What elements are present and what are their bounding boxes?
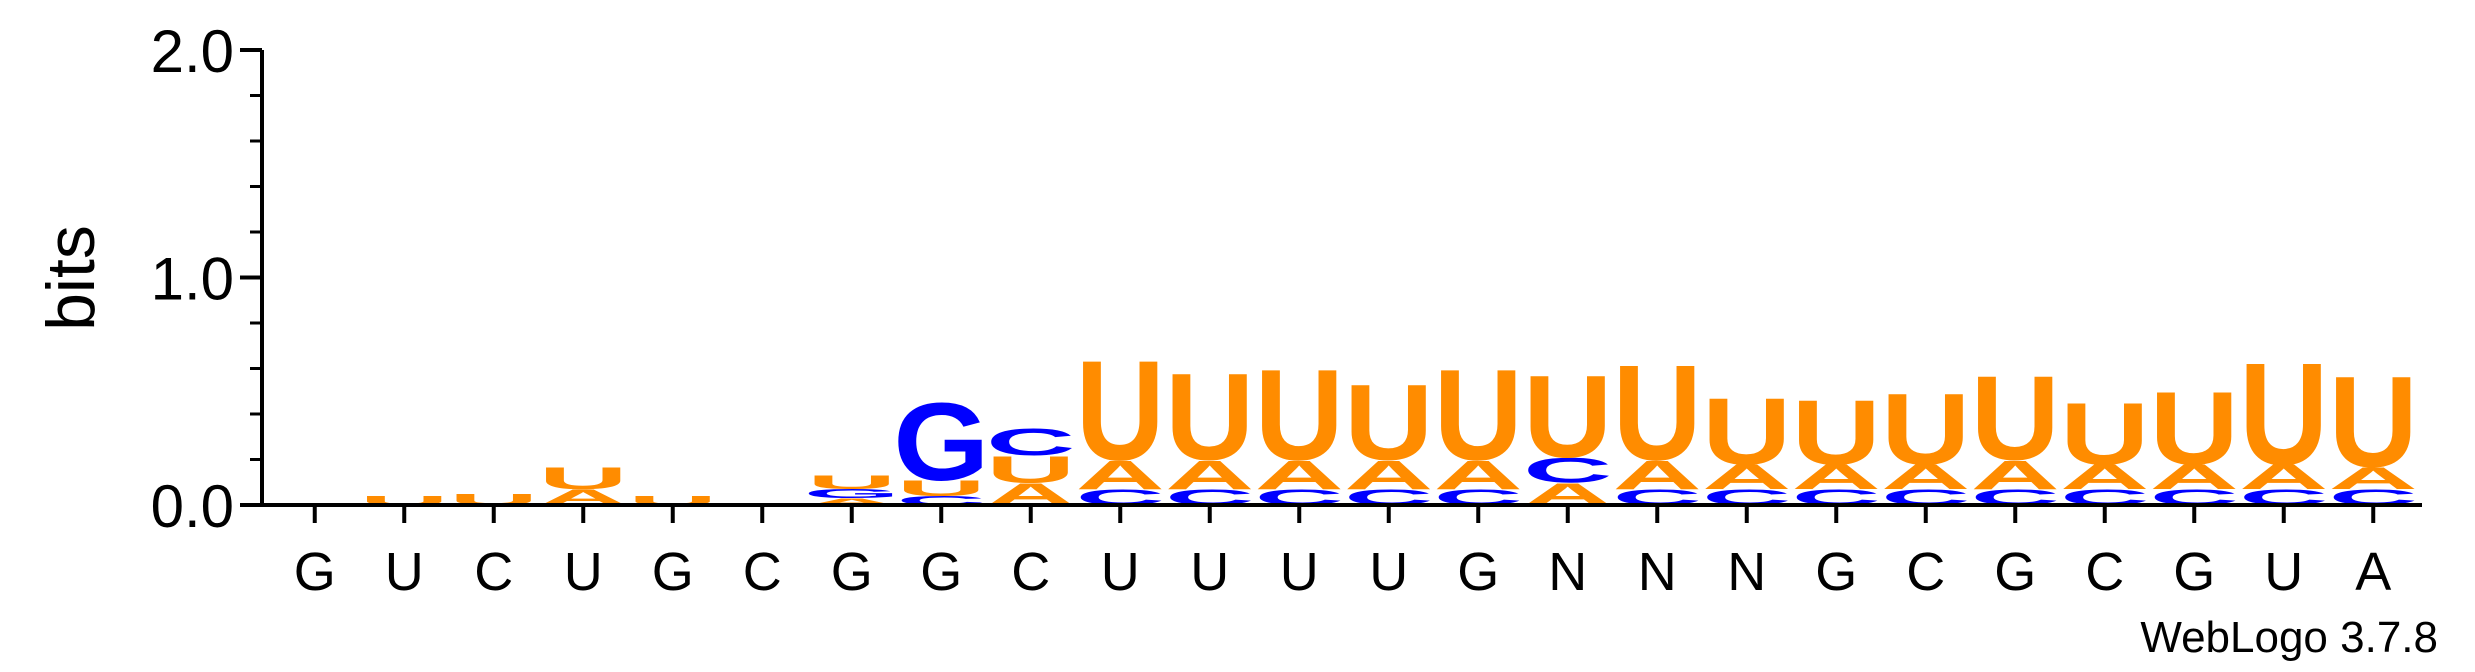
logo-letter-A: A bbox=[807, 496, 896, 507]
logo-letter-U: U bbox=[986, 448, 1075, 490]
x-tick-label: C bbox=[1011, 542, 1050, 602]
logo-letter-A: A bbox=[1613, 452, 1702, 498]
y-tick-label: 2.0 bbox=[151, 18, 234, 85]
x-tick-label: U bbox=[1369, 542, 1408, 602]
x-tick-label: U bbox=[1190, 542, 1229, 602]
logo-letter-U: U bbox=[2150, 371, 2239, 487]
logo-letter-U: U bbox=[1434, 342, 1523, 487]
x-tick-label: C bbox=[743, 542, 782, 602]
x-tick-label: U bbox=[1101, 542, 1140, 602]
x-tick-label: N bbox=[1548, 542, 1587, 602]
x-tick-label: C bbox=[2085, 542, 2124, 602]
logo-letter-A: A bbox=[1434, 452, 1523, 498]
x-tick-label: U bbox=[2264, 542, 2303, 602]
logo-letter-C: C bbox=[986, 421, 1075, 463]
logo-letter-U: U bbox=[1255, 342, 1344, 487]
x-tick-label: A bbox=[2355, 542, 2391, 602]
logo-letter-A: A bbox=[1702, 458, 1791, 497]
logo-letter-A: A bbox=[2150, 458, 2239, 497]
x-tick-label: N bbox=[1638, 542, 1677, 602]
logo-letter-A: A bbox=[1792, 458, 1881, 497]
logo-letter-U: U bbox=[2060, 384, 2149, 483]
logo-letter-U: U bbox=[1881, 373, 1970, 486]
x-tick-label: G bbox=[920, 542, 962, 602]
weblogo-credit: WebLogo 3.7.8 bbox=[2140, 613, 2438, 662]
logo-letter-C: C bbox=[1523, 451, 1612, 490]
x-tick-label: G bbox=[1457, 542, 1499, 602]
logo-letter-U: U bbox=[2329, 349, 2418, 494]
logo-letter-A: A bbox=[2060, 458, 2149, 497]
y-tick-label: 0.0 bbox=[151, 473, 234, 540]
logo-letter-A: A bbox=[2329, 461, 2418, 496]
x-tick-label: G bbox=[1994, 542, 2036, 602]
logo-letter-U: U bbox=[539, 461, 628, 496]
y-axis-ticks: 0.0 1.0 2.0 bbox=[151, 18, 262, 540]
logo-letter-U: U bbox=[1613, 336, 1702, 489]
logo-letter-A: A bbox=[1255, 452, 1344, 498]
logo-letter-U: U bbox=[1076, 331, 1165, 490]
logo-letter-A: A bbox=[1971, 452, 2060, 498]
x-tick-label: G bbox=[294, 542, 336, 602]
logo-letter-U: U bbox=[2239, 333, 2328, 496]
logo-letter-U: U bbox=[807, 472, 896, 493]
logo-letter-U: U bbox=[1971, 351, 2060, 485]
y-tick-label: 1.0 bbox=[151, 246, 234, 313]
logo-letter-A: A bbox=[1881, 458, 1970, 497]
logo-letter-U: U bbox=[1344, 362, 1433, 483]
x-tick-label: U bbox=[1280, 542, 1319, 602]
logo-letter-U: U bbox=[1792, 382, 1881, 484]
logo-letter-A: A bbox=[1344, 452, 1433, 498]
logo-letter-A: A bbox=[1076, 452, 1165, 498]
x-tick-label: C bbox=[474, 542, 513, 602]
x-axis-ticks bbox=[262, 503, 2422, 523]
logo-letter-U: U bbox=[1165, 349, 1254, 487]
logo-letter-A: A bbox=[2239, 458, 2328, 497]
x-tick-label: G bbox=[1815, 542, 1857, 602]
logo-letter-U: U bbox=[1702, 379, 1791, 485]
x-tick-label: G bbox=[652, 542, 694, 602]
x-tick-label: G bbox=[831, 542, 873, 602]
logo-letter-U: U bbox=[1523, 352, 1612, 482]
y-axis-title: bits bbox=[33, 225, 109, 331]
x-tick-label: C bbox=[1906, 542, 1945, 602]
x-tick-label: U bbox=[385, 542, 424, 602]
x-tick-label: G bbox=[2173, 542, 2215, 602]
x-tick-label: N bbox=[1727, 542, 1766, 602]
logo-letter-G: G bbox=[893, 380, 989, 504]
logo-letter-U: U bbox=[897, 476, 986, 501]
x-tick-label: U bbox=[564, 542, 603, 602]
logo-letter-A: A bbox=[1165, 452, 1254, 498]
logo-letter-G: G bbox=[804, 487, 900, 501]
